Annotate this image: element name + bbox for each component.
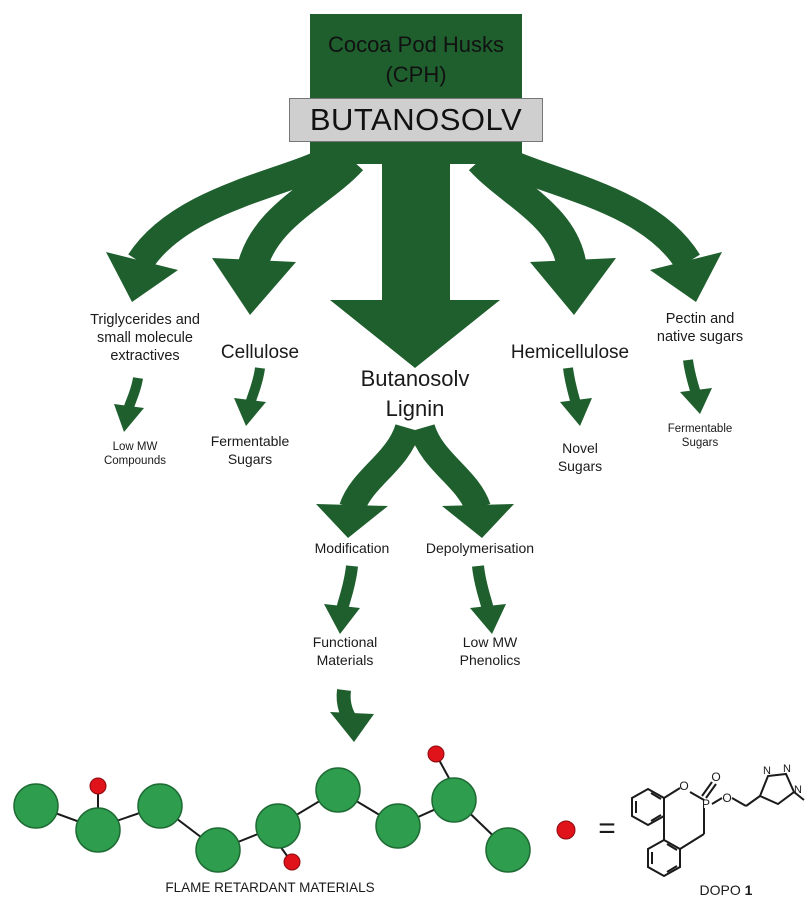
product-fermentable-sugars-left: Fermentable Sugars xyxy=(210,433,290,467)
dopo-compound-number: 1 xyxy=(744,882,753,898)
dopo-markers xyxy=(89,745,576,871)
branch-extractives-label: Triglycerides and small molecule extract… xyxy=(90,312,200,365)
arrow-to-cellulose xyxy=(237,149,364,273)
dopo-compound-label: DOPO 1 xyxy=(699,882,753,898)
dopo-atom-n2: N xyxy=(783,763,791,775)
branch-cellulose-label: Cellulose xyxy=(220,342,300,363)
arrowhead-cellulose xyxy=(212,258,296,315)
dopo-marker xyxy=(89,777,107,795)
arrow-to-fermentable-sugars-right xyxy=(683,359,701,396)
arrowhead-low-mw-phenolics xyxy=(470,604,506,634)
path-depolymerisation-label: Depolymerisation xyxy=(425,540,535,556)
final-product-label: FLAME RETARDANT MATERIALS xyxy=(165,880,375,895)
arrowhead-functional-materials xyxy=(324,604,360,634)
dopo-legend-marker xyxy=(556,820,576,840)
source-line-1: Cocoa Pod Husks xyxy=(327,32,505,57)
process-label: BUTANOSOLV xyxy=(309,102,523,137)
arrowhead-extractives xyxy=(106,252,178,302)
product-novel-sugars: Novel Sugars xyxy=(557,440,603,474)
polymer-node xyxy=(315,767,361,813)
arrow-to-low-mw-phenolics xyxy=(472,565,494,612)
branch-pectin-label: Pectin and native sugars xyxy=(656,311,744,346)
dopo-structure xyxy=(631,772,805,878)
dopo-atom-p: P xyxy=(701,797,710,811)
polymer-node xyxy=(13,783,59,829)
process-box: BUTANOSOLV xyxy=(289,98,543,142)
arrowhead-hemicellulose xyxy=(530,258,616,315)
polymer-node xyxy=(431,777,477,823)
polymer-node xyxy=(485,827,531,873)
branch-hemicellulose-label: Hemicellulose xyxy=(510,342,630,363)
arrow-to-novel-sugars xyxy=(563,367,581,406)
arrow-to-modification xyxy=(339,423,421,513)
branch-lignin-label: Butanosolv Lignin xyxy=(360,366,470,421)
dopo-atom-o-ring: O xyxy=(679,779,689,793)
polymer-nodes xyxy=(13,767,531,873)
arrow-to-hemicellulose xyxy=(468,149,587,271)
source-line-2: (CPH) xyxy=(385,62,447,87)
dopo-atom-o-ester: O xyxy=(722,791,732,805)
polymer-node xyxy=(255,803,301,849)
arrow-to-low-mw-compounds xyxy=(123,377,143,412)
triazole-ring xyxy=(758,772,796,806)
polymer-node xyxy=(195,827,241,873)
polymer-node xyxy=(137,783,183,829)
dopo-marker xyxy=(427,745,445,763)
product-functional-materials: Functional Materials xyxy=(312,634,378,668)
arrow-to-depolymerisation xyxy=(409,423,491,513)
arrowhead-modification xyxy=(316,504,388,538)
legend-equals: = xyxy=(598,812,616,845)
polymer-side-bond-3 xyxy=(437,757,451,781)
source-label: Cocoa Pod Husks (CPH) xyxy=(310,30,522,90)
arrowhead-pectin xyxy=(650,252,722,302)
product-fermentable-sugars-right: Fermentable Sugars xyxy=(667,423,733,450)
arrowhead-depolymerisation xyxy=(442,504,514,538)
arrowhead-novel-sugars xyxy=(560,398,592,426)
path-modification-label: Modification xyxy=(314,540,390,556)
polymer-node xyxy=(75,807,121,853)
arrowhead-fermentable-sugars-left xyxy=(234,398,266,426)
arrow-to-pectin xyxy=(496,147,700,270)
arrow-to-functional-materials xyxy=(336,565,358,612)
arrowhead-low-mw-compounds xyxy=(114,404,144,432)
dopo-atom-n1: N xyxy=(763,765,771,777)
arrow-to-fermentable-sugars-left xyxy=(245,367,265,406)
arrowhead-fermentable-sugars-right xyxy=(680,388,712,414)
dopo-marker xyxy=(283,853,301,871)
product-low-mw-phenolics: Low MW Phenolics xyxy=(459,634,521,668)
polymer-node xyxy=(375,803,421,849)
arrowhead-flame-retardant xyxy=(330,712,374,742)
arrow-to-extractives xyxy=(128,147,337,271)
dopo-atom-o-double: O xyxy=(711,770,721,784)
arrow-to-lignin xyxy=(330,160,500,368)
dopo-atom-n3: N xyxy=(794,784,802,796)
product-low-mw-compounds: Low MW Compounds xyxy=(103,441,166,468)
